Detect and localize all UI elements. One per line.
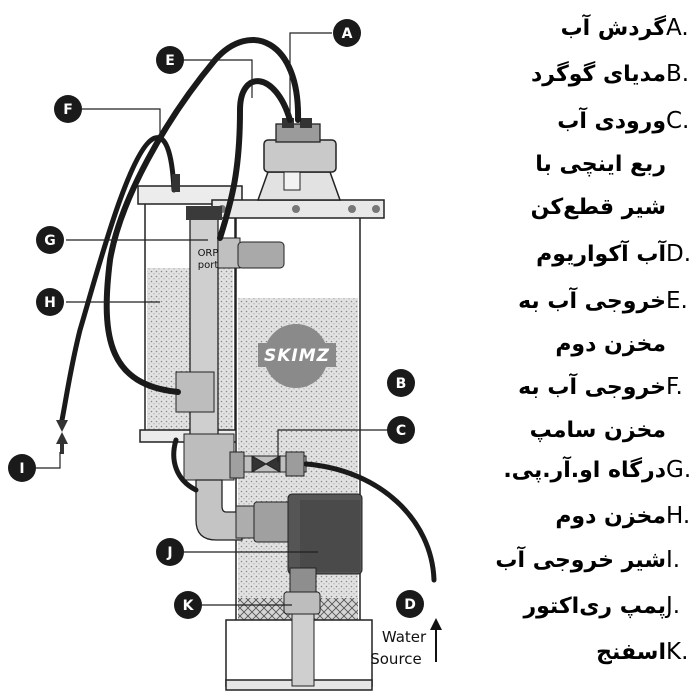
legend-text: اسفنج bbox=[596, 639, 666, 665]
badge-d: D bbox=[396, 590, 424, 618]
water-source-arrow bbox=[430, 618, 442, 662]
legend-letter: G. bbox=[666, 456, 692, 483]
legend-text: خروجی آب به مخزن دوم bbox=[518, 289, 666, 357]
legend-text: مخزن دوم bbox=[555, 503, 666, 529]
legend: گردش آب A. مدیای گوگرد B. ورودی آب ربع ا… bbox=[468, 8, 698, 688]
legend-letter: A. bbox=[666, 14, 689, 41]
legend-item-i: شیر خروجی آب I. bbox=[468, 540, 696, 580]
svg-text:E: E bbox=[165, 53, 175, 69]
svg-text:C: C bbox=[396, 423, 406, 439]
orp-port-label: port bbox=[198, 260, 219, 271]
legend-text: درگاه او.آر.پی. bbox=[503, 457, 666, 483]
legend-letter: F. bbox=[666, 374, 683, 400]
svg-text:B: B bbox=[396, 376, 407, 392]
legend-item-c: ورودی آب ربع اینچی با شیر قطع‌کن C. bbox=[468, 100, 696, 228]
badge-b: B bbox=[387, 369, 415, 397]
legend-text: گردش آب bbox=[560, 15, 666, 41]
legend-letter: B. bbox=[666, 60, 690, 87]
legend-letter: K. bbox=[666, 638, 689, 665]
badge-f: F bbox=[54, 95, 82, 123]
legend-item-f: خروجی آب به مخزن سامپ F. bbox=[468, 366, 696, 450]
legend-text: آب آکواریوم bbox=[536, 241, 666, 267]
tubing bbox=[59, 37, 437, 583]
legend-item-g: درگاه او.آر.پی. G. bbox=[468, 450, 696, 490]
outlet-valve bbox=[56, 420, 68, 454]
legend-letter: C. bbox=[666, 108, 690, 134]
svg-text:F: F bbox=[63, 102, 73, 118]
legend-item-h: مخزن دوم H. bbox=[468, 496, 696, 536]
legend-letter: D. bbox=[666, 240, 692, 267]
svg-text:H: H bbox=[44, 295, 56, 311]
badge-k: K bbox=[174, 591, 202, 619]
input-valve bbox=[243, 451, 307, 477]
legend-item-e: خروجی آب به مخزن دوم E. bbox=[468, 280, 696, 364]
legend-item-b: مدیای گوگرد B. bbox=[468, 54, 696, 94]
legend-letter: I. bbox=[666, 546, 681, 573]
svg-text:D: D bbox=[404, 597, 416, 613]
svg-text:G: G bbox=[44, 233, 56, 249]
legend-text: خروجی آب به مخزن سامپ bbox=[518, 375, 666, 443]
reactor-diagram: SKIMZ ORP port bbox=[8, 19, 442, 691]
water-source-label-2: Source bbox=[370, 650, 422, 668]
legend-item-j: پمپ ری‌اکتور J. bbox=[468, 586, 696, 626]
water-source-label: Water bbox=[382, 628, 427, 646]
reactor-pump bbox=[283, 493, 363, 687]
legend-item-a: گردش آب A. bbox=[468, 8, 696, 48]
badge-g: G bbox=[36, 226, 64, 254]
leader-lines bbox=[36, 32, 388, 606]
badge-e: E bbox=[156, 46, 184, 74]
badge-i: I bbox=[8, 454, 36, 482]
badge-c: C bbox=[387, 416, 415, 444]
legend-item-k: اسفنج K. bbox=[468, 632, 696, 672]
legend-item-d: آب آکواریوم D. bbox=[468, 234, 696, 274]
legend-text: شیر خروجی آب bbox=[495, 547, 666, 573]
legend-text: ورودی آب ربع اینچی با شیر قطع‌کن bbox=[530, 109, 666, 220]
legend-text: مدیای گوگرد bbox=[530, 61, 666, 87]
badge-a: A bbox=[333, 19, 361, 47]
orp-label: ORP bbox=[198, 248, 219, 259]
svg-text:A: A bbox=[342, 26, 353, 42]
svg-text:J: J bbox=[166, 545, 172, 561]
svg-text:I: I bbox=[19, 461, 24, 477]
skimz-logo: SKIMZ bbox=[258, 324, 336, 388]
legend-letter: H. bbox=[666, 502, 691, 529]
tube-fitting bbox=[172, 174, 180, 192]
pipework bbox=[175, 206, 291, 543]
legend-text: پمپ ری‌اکتور bbox=[523, 593, 666, 619]
svg-text:K: K bbox=[183, 598, 195, 614]
legend-letter: E. bbox=[666, 288, 688, 314]
reactor-body bbox=[211, 118, 385, 691]
svg-text:SKIMZ: SKIMZ bbox=[264, 346, 330, 366]
legend-letter: J. bbox=[666, 592, 681, 619]
badge-j: J bbox=[156, 538, 184, 566]
badge-h: H bbox=[36, 288, 64, 316]
